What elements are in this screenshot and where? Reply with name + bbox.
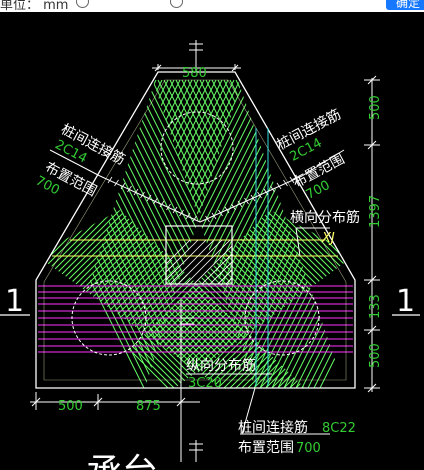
center-column-box: [165, 225, 233, 285]
cad-drawing-canvas: 1 1 580 500 1397 133 500 500 875 桩间连接筋 2…: [0, 12, 424, 470]
confirm-button[interactable]: 确定: [386, 0, 424, 10]
dim-bottom-mid: 875: [136, 399, 161, 414]
dim-right-low: 133: [368, 294, 383, 319]
pile-cap-drawing: 1 1 580 500 1397 133 500 500 875 桩间连接筋 2…: [0, 40, 420, 470]
dim-right-top: 500: [368, 95, 383, 120]
pile-circle-top: [160, 111, 234, 185]
dim-bottom-left: 500: [58, 399, 83, 414]
bottom-rebar-spec: 8C22: [322, 421, 356, 436]
big-title: 承台: [86, 452, 158, 470]
bottom-rebar-title: 桩间连接筋: [238, 419, 308, 436]
section-mark-left: 1: [5, 284, 24, 319]
bottom-range-label: 布置范围: [238, 439, 294, 456]
radio-option-1[interactable]: [76, 0, 89, 8]
toolbar: 单位： mm 确定: [0, 0, 424, 12]
magenta-rebar-band: [38, 285, 353, 353]
transverse-spec: XJ: [321, 231, 335, 246]
longitudinal-spec: 3C20: [188, 376, 222, 391]
dim-right-mid: 1397: [368, 195, 383, 228]
bottom-range-value: 700: [296, 441, 321, 456]
radio-option-2[interactable]: [170, 0, 183, 8]
section-mark-right: 1: [396, 284, 415, 319]
dim-right-bottom: 500: [368, 343, 383, 368]
longitudinal-label: 纵向分布筋: [186, 357, 256, 374]
transverse-label: 横向分布筋: [290, 209, 360, 226]
pile-circle-right: [244, 280, 320, 356]
pile-circle-left: [71, 280, 147, 356]
dim-top-width: 580: [182, 66, 207, 81]
cap-outline: [35, 71, 356, 389]
unit-label: 单位： mm: [0, 0, 69, 12]
